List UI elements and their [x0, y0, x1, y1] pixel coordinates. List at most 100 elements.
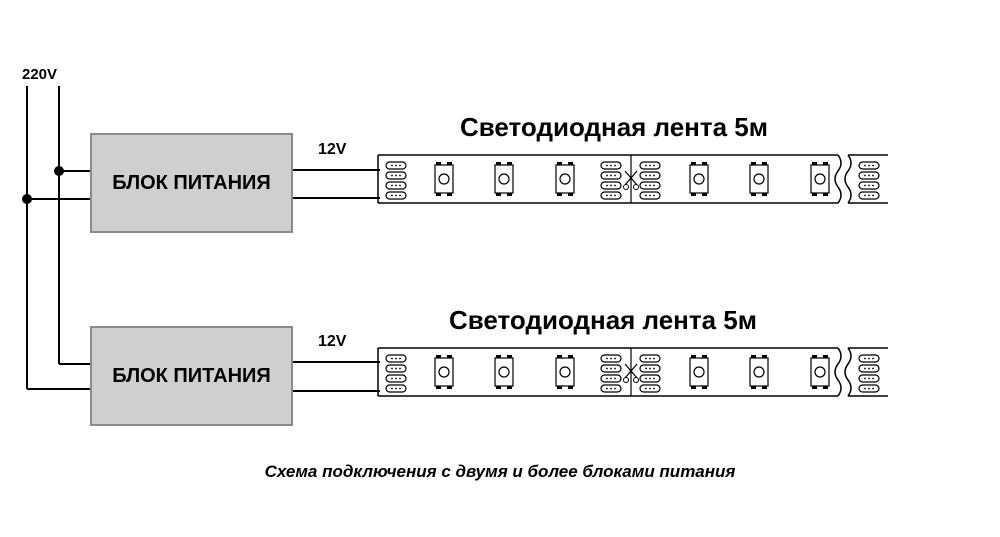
- led-terminal: [762, 386, 767, 389]
- pad-dot: [399, 164, 401, 167]
- pad-dot: [872, 184, 874, 187]
- pad-dot: [864, 377, 866, 380]
- led-terminal: [812, 162, 817, 165]
- led-terminal: [447, 193, 452, 196]
- strip-break: [844, 347, 852, 397]
- pad-dot: [610, 184, 612, 187]
- led-terminal: [702, 355, 707, 358]
- pad-dot: [864, 387, 866, 390]
- led-terminal: [823, 162, 828, 165]
- pad-dot: [614, 194, 616, 197]
- pad-dot: [645, 367, 647, 370]
- pad-dot: [395, 194, 397, 197]
- led-lens: [753, 173, 765, 185]
- led-terminal: [823, 355, 828, 358]
- pad-dot: [391, 387, 393, 390]
- pad-dot: [606, 164, 608, 167]
- pad-dot: [395, 377, 397, 380]
- pad-dot: [649, 387, 651, 390]
- led-terminal: [568, 386, 573, 389]
- pad-dot: [395, 184, 397, 187]
- pad-dot: [645, 184, 647, 187]
- pad-dot: [606, 194, 608, 197]
- pad-dot: [391, 164, 393, 167]
- pad-dot: [868, 164, 870, 167]
- led-lens: [693, 366, 705, 378]
- pad-dot: [653, 194, 655, 197]
- pad-dot: [645, 164, 647, 167]
- pad-dot: [399, 174, 401, 177]
- led-lens: [693, 173, 705, 185]
- power-supply-2: БЛОК ПИТАНИЯ: [90, 326, 293, 426]
- pad-dot: [610, 164, 612, 167]
- pad-dot: [614, 387, 616, 390]
- led-terminal: [762, 193, 767, 196]
- pad-dot: [610, 367, 612, 370]
- led-terminal: [702, 386, 707, 389]
- pad-dot: [868, 367, 870, 370]
- pad-dot: [614, 174, 616, 177]
- pad-dot: [868, 357, 870, 360]
- led-terminal: [762, 355, 767, 358]
- led-terminal: [436, 162, 441, 165]
- pad-dot: [872, 194, 874, 197]
- led-terminal: [557, 386, 562, 389]
- led-lens: [498, 173, 510, 185]
- pad-dot: [653, 184, 655, 187]
- led-strip-1: [377, 154, 888, 204]
- pad-dot: [649, 357, 651, 360]
- led-terminal: [823, 193, 828, 196]
- pad-dot: [645, 377, 647, 380]
- led-terminal: [751, 193, 756, 196]
- led-terminal: [751, 386, 756, 389]
- led-terminal: [812, 355, 817, 358]
- pad-dot: [610, 387, 612, 390]
- pad-dot: [606, 174, 608, 177]
- led-terminal: [436, 355, 441, 358]
- pad-dot: [864, 184, 866, 187]
- output-voltage-label: 12V: [318, 141, 347, 158]
- pad-dot: [649, 367, 651, 370]
- pad-dot: [614, 377, 616, 380]
- pad-dot: [610, 357, 612, 360]
- pad-dot: [649, 377, 651, 380]
- pad-dot: [395, 367, 397, 370]
- pad-dot: [864, 367, 866, 370]
- led-lens: [814, 173, 826, 185]
- pad-dot: [872, 387, 874, 390]
- led-terminal: [568, 193, 573, 196]
- pad-dot: [649, 174, 651, 177]
- led-terminal: [568, 162, 573, 165]
- pad-dot: [872, 367, 874, 370]
- led-strip-title: Светодиодная лента 5м: [460, 112, 769, 142]
- led-terminal: [507, 193, 512, 196]
- pad-dot: [399, 367, 401, 370]
- pad-dot: [399, 357, 401, 360]
- pad-dot: [610, 194, 612, 197]
- led-terminal: [702, 162, 707, 165]
- led-terminal: [557, 162, 562, 165]
- led-terminal: [762, 162, 767, 165]
- pad-dot: [614, 367, 616, 370]
- pad-dot: [399, 184, 401, 187]
- pad-dot: [649, 184, 651, 187]
- led-terminal: [557, 355, 562, 358]
- pad-dot: [606, 377, 608, 380]
- led-terminal: [812, 193, 817, 196]
- pad-dot: [391, 367, 393, 370]
- led-terminal: [496, 386, 501, 389]
- led-terminal: [691, 193, 696, 196]
- strip-break: [844, 154, 852, 204]
- led-lens: [498, 366, 510, 378]
- pad-dot: [653, 164, 655, 167]
- scissors-icon: [633, 377, 639, 383]
- pad-dot: [606, 184, 608, 187]
- pad-dot: [864, 174, 866, 177]
- pad-dot: [653, 367, 655, 370]
- led-terminal: [691, 355, 696, 358]
- power-supply-label: БЛОК ПИТАНИЯ: [112, 364, 271, 387]
- led-terminal: [507, 386, 512, 389]
- led-strips: [377, 154, 888, 397]
- pad-dot: [868, 174, 870, 177]
